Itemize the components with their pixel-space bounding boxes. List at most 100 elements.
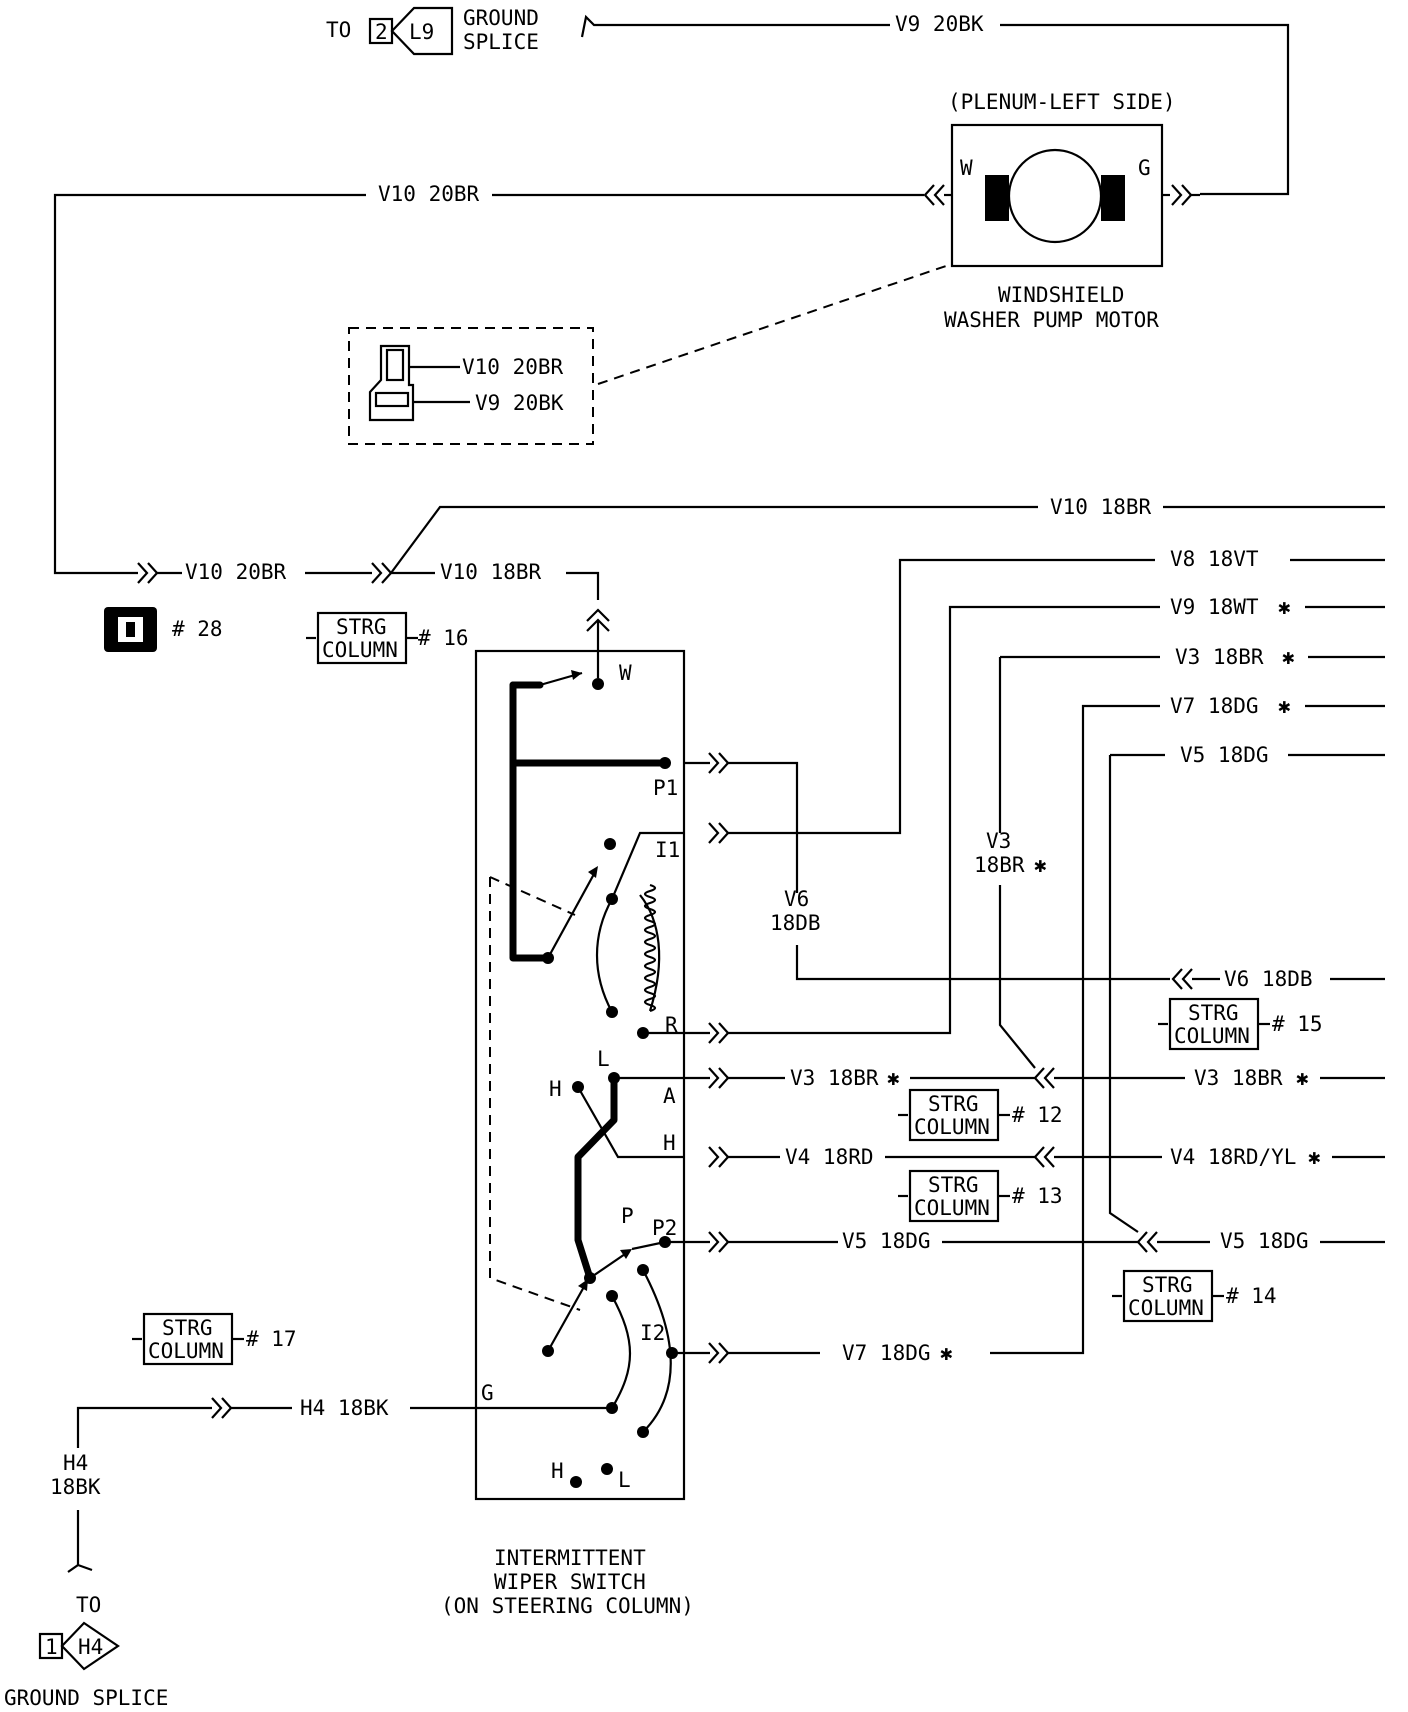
label-h4-vert2: 18BK	[50, 1475, 101, 1499]
connector-16-chevron	[371, 562, 393, 584]
strg14-line1: STRG	[1142, 1273, 1193, 1297]
strg15-line2: COLUMN	[1174, 1024, 1250, 1048]
inset-terminal-2	[374, 391, 410, 408]
switch-i1-arc	[595, 898, 613, 1013]
star-v3-a: ✱	[887, 1066, 900, 1090]
i1-lead	[610, 831, 684, 900]
switch-i2-arrow	[578, 1279, 588, 1291]
wire-v5-vertical	[1108, 755, 1139, 1233]
strg17-line2: COLUMN	[148, 1339, 224, 1363]
label-v6-right: V6 18DB	[1224, 967, 1313, 991]
contact-h-bottom	[570, 1476, 582, 1488]
label-v5-b: V5 18DG	[1220, 1229, 1309, 1253]
r-connector	[708, 1022, 730, 1044]
label-v3-a: V3 18BR	[790, 1066, 879, 1090]
label-v4-b: V4 18RD/YL	[1170, 1145, 1296, 1169]
label-t-p: P	[621, 1204, 634, 1228]
switch-bus-left	[509, 681, 552, 962]
strg-column-16: STRG COLUMN # 16	[306, 611, 469, 665]
label-v9-20bk: V9 20BK	[895, 12, 984, 36]
label-t-p2: P2	[652, 1216, 677, 1240]
wire-v9-20bk-right	[1000, 23, 1290, 196]
h-connector	[708, 1146, 730, 1168]
label-h4-18bk: H4 18BK	[300, 1396, 389, 1420]
motor-connector-g	[1171, 184, 1193, 206]
strg17-line1: STRG	[162, 1316, 213, 1340]
strg12-line1: STRG	[928, 1092, 979, 1116]
label-v10-20br-mid: V10 20BR	[185, 560, 287, 584]
inset-plug-body	[368, 344, 415, 422]
switch-title3: (ON STEERING COLUMN)	[441, 1594, 694, 1618]
bottom-splice-id: H4	[78, 1635, 103, 1659]
strg-column-14: STRG COLUMN # 14	[1112, 1269, 1277, 1323]
contact-i1-upper	[604, 838, 616, 850]
h-lead	[577, 1086, 684, 1159]
label-t-w: W	[619, 661, 632, 685]
strg12-num: # 12	[1012, 1103, 1063, 1127]
inset-wire1-label: V10 20BR	[462, 355, 564, 379]
top-splice-line1: GROUND	[463, 6, 539, 30]
switch-i2-blade	[547, 1284, 586, 1352]
strg-column-13: STRG COLUMN # 13	[898, 1169, 1063, 1223]
label-v5-right: V5 18DG	[1180, 743, 1269, 767]
label-t-r: R	[665, 1013, 678, 1037]
label-t-p1: P1	[653, 776, 678, 800]
switch-i1-arrow	[588, 866, 598, 878]
star-v7-a: ✱	[940, 1341, 953, 1365]
motor-armature	[1007, 148, 1103, 244]
label-v8: V8 18VT	[1170, 547, 1259, 571]
strg17-num: # 17	[246, 1327, 297, 1351]
bottom-splice-diamond	[60, 1621, 120, 1671]
wire-h4-bottom	[67, 1510, 93, 1573]
v6-connector	[1171, 968, 1193, 990]
label-v9-18wt: V9 18WT	[1170, 595, 1259, 619]
wire-v10-18br-lower	[566, 571, 600, 600]
contact-w	[592, 678, 604, 690]
motor-brush-left	[985, 175, 1009, 221]
p2-connector	[708, 1231, 730, 1253]
label-t-g: G	[481, 1381, 494, 1405]
label-v7-a: V7 18DG	[842, 1341, 931, 1365]
label-v3-vert1: V3	[986, 829, 1011, 853]
strg12-line2: COLUMN	[914, 1115, 990, 1139]
bottom-splice-to: TO	[76, 1593, 101, 1617]
v4-connector	[1033, 1146, 1055, 1168]
contact-i2-pivot	[542, 1345, 554, 1357]
inset-terminal-1	[385, 348, 405, 382]
connector-28-icon: # 28	[104, 607, 223, 652]
wire-v9-20bk-left	[580, 14, 890, 38]
motor-pin-w: W	[960, 156, 973, 180]
contact-i2-outer-bottom	[637, 1426, 649, 1438]
label-v6-vert1: V6	[784, 887, 809, 911]
label-v5-a: V5 18DG	[842, 1229, 931, 1253]
contact-i1-coil-bottom	[606, 1006, 618, 1018]
top-splice-id: L9	[409, 20, 434, 44]
resistor-coil	[643, 883, 657, 1013]
p1-connector	[708, 752, 730, 774]
connector-28-chevron	[137, 562, 159, 584]
motor-box	[950, 123, 1164, 268]
switch-title1: INTERMITTENT	[494, 1546, 646, 1570]
star-v3-right: ✱	[1282, 645, 1295, 669]
wire-v10-18br-upper	[390, 505, 1038, 574]
wire-v7-18dg	[990, 704, 1160, 1355]
strg16-num: # 16	[418, 626, 469, 650]
strg13-line1: STRG	[928, 1173, 979, 1197]
star-v3-vert: ✱	[1034, 853, 1047, 877]
label-t-a: A	[663, 1084, 676, 1108]
bottom-splice-num: 1	[45, 1635, 58, 1659]
switch-i2-arc-outer	[642, 1269, 672, 1433]
strg-column-12: STRG COLUMN # 12	[898, 1088, 1063, 1142]
connector-28-pin	[126, 622, 135, 637]
wire-v6-vertical-bottom	[795, 945, 1170, 981]
a-connector	[708, 1067, 730, 1089]
motor-location: (PLENUM-LEFT SIDE)	[948, 90, 1176, 114]
star-v7: ✱	[1278, 694, 1291, 718]
contact-p1	[659, 757, 671, 769]
switch-w-arrow	[571, 670, 582, 680]
i1-connector	[708, 822, 730, 844]
top-splice-to: TO	[326, 18, 351, 42]
resistor-coil-frame	[639, 894, 661, 1012]
